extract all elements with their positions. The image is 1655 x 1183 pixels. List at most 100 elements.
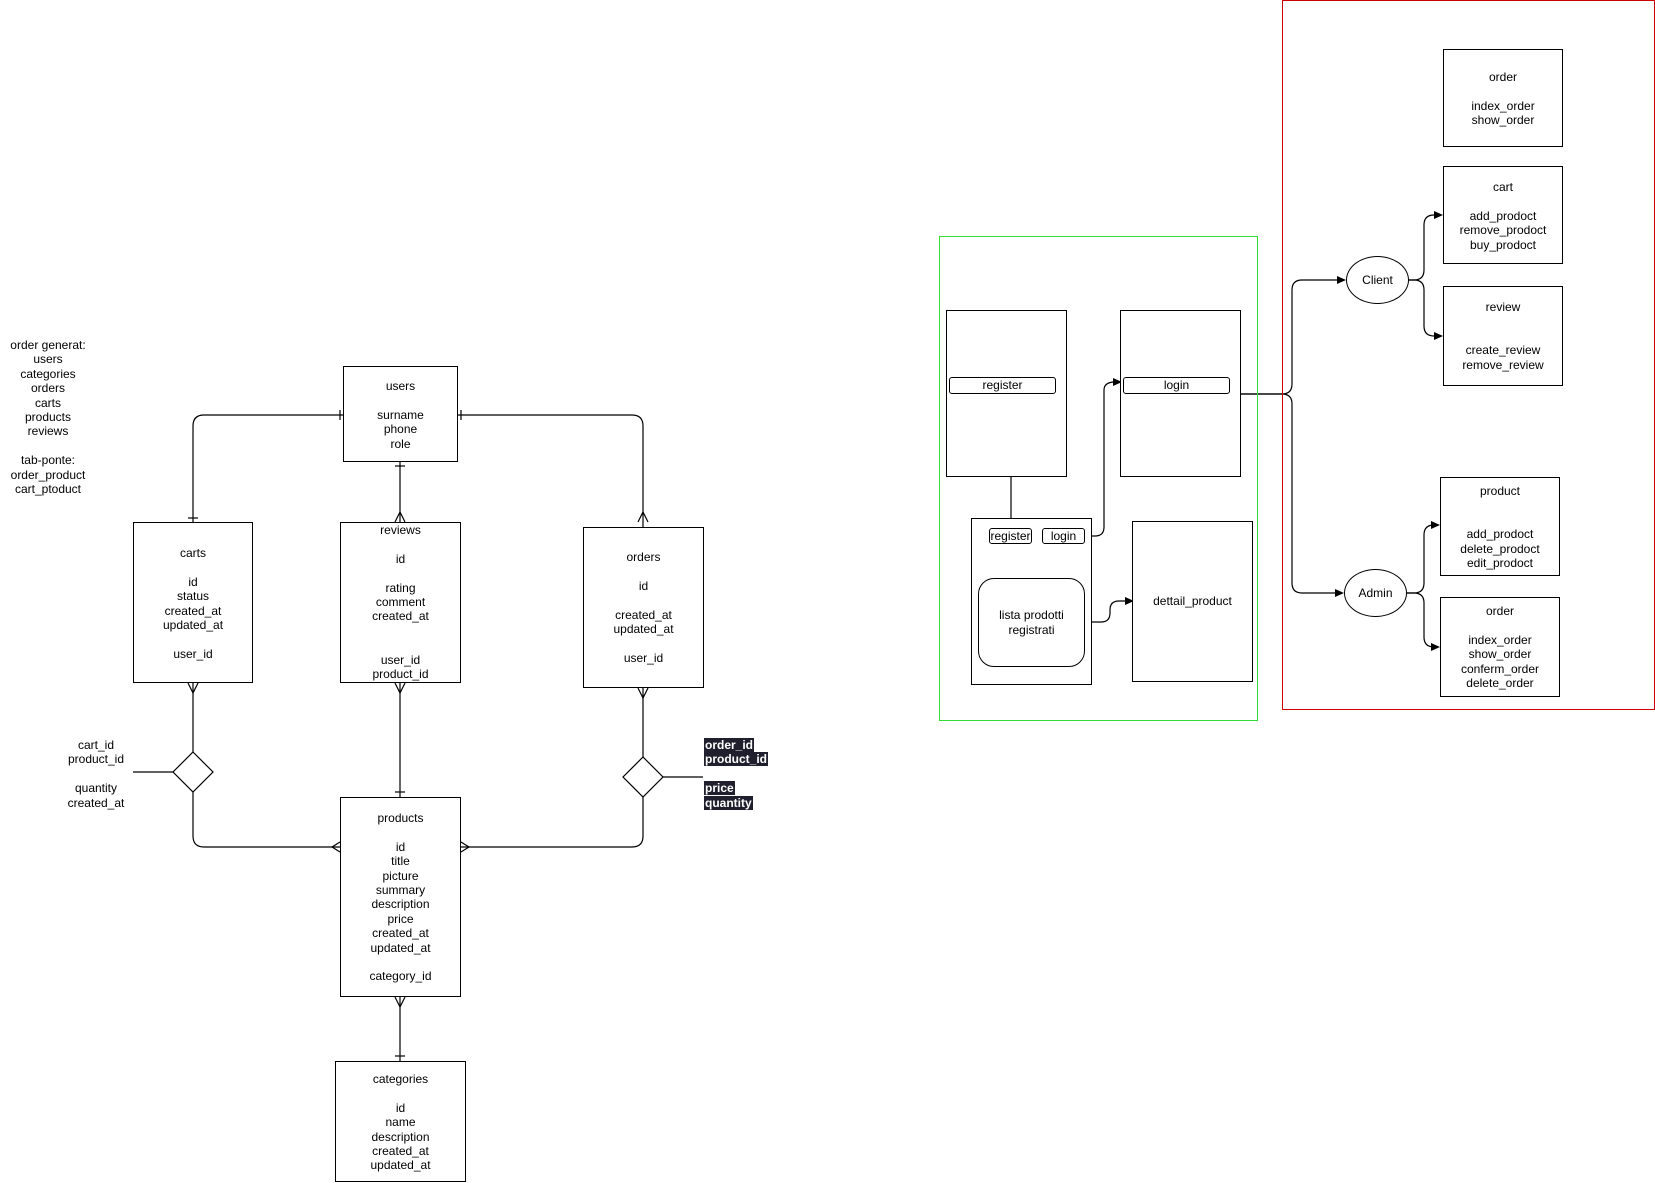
client-review-link [1407, 279, 1441, 337]
crow-foot [637, 687, 649, 700]
client-label: Client [1362, 273, 1393, 287]
text-line: order [1488, 70, 1517, 84]
text-line: categories [372, 1072, 429, 1086]
text-line: created_at [67, 795, 125, 810]
text-line [341, 566, 460, 580]
text-line: surname [377, 407, 424, 422]
text-line: created_at [164, 603, 222, 618]
text-line [4, 439, 92, 453]
admin-product-link [1406, 524, 1438, 594]
crow-foot [637, 510, 649, 523]
text-line [336, 1086, 465, 1100]
users-carts-link [192, 414, 343, 522]
text-line: cart [1492, 180, 1513, 194]
text-line: user_id [380, 652, 421, 667]
text-line: products [377, 811, 424, 825]
text-line [584, 564, 703, 578]
text-line: remove_review [1462, 357, 1544, 372]
home-login-button[interactable]: login [1042, 528, 1085, 544]
diamond-products-link [192, 792, 340, 848]
text-line: index_order [1471, 98, 1535, 113]
home-register-button[interactable]: register [989, 528, 1032, 544]
text-line: cart_ptoduct [14, 482, 82, 497]
arrowhead [1337, 276, 1346, 284]
text-line: description [371, 897, 430, 912]
text-line [1444, 194, 1562, 208]
text-line: description [371, 1129, 430, 1144]
text-line: created_at [615, 607, 672, 622]
cart-relation-diamond [172, 751, 214, 793]
text-line: reviews [380, 523, 421, 537]
text-line: index_order [1468, 632, 1532, 647]
admin-label: Admin [1358, 586, 1393, 600]
text-line: updated_at [613, 622, 674, 636]
arrowhead [1113, 378, 1122, 386]
login-button[interactable]: login [1123, 377, 1230, 394]
text-line: product_id [704, 752, 768, 767]
text-line: status [176, 589, 209, 604]
text-line [1444, 329, 1562, 343]
text-line: cart_id [77, 738, 115, 752]
arrowhead [1431, 643, 1440, 651]
text-line: users [385, 379, 416, 393]
text-line: orders [626, 550, 661, 564]
admin-node[interactable]: Admin [1344, 569, 1407, 617]
text-line: add_prodoct [1466, 527, 1534, 542]
product-detail-label: dettail_product [1153, 594, 1232, 609]
client-node[interactable]: Client [1346, 256, 1409, 304]
text-line [341, 624, 460, 638]
text-line [1441, 618, 1559, 632]
text-line: order_product [10, 467, 86, 482]
login-page-link [1085, 381, 1120, 537]
text-line [341, 537, 460, 551]
text-line [1441, 498, 1559, 512]
product-detail-page[interactable]: dettail_product [1132, 521, 1253, 682]
text-line: quantity [704, 795, 753, 810]
arrowhead [1431, 521, 1440, 529]
text-line: role [390, 436, 411, 451]
text-line [584, 593, 703, 607]
text-line: order generat: [10, 338, 86, 352]
text-line [344, 393, 457, 407]
text-line: category_id [369, 969, 432, 984]
text-line: comment [375, 595, 426, 609]
text-line: rating [385, 580, 416, 595]
text-line: picture [382, 868, 419, 883]
text-line [341, 638, 460, 652]
crow-foot [460, 841, 471, 853]
text-line: conferm_order [1460, 661, 1540, 676]
text-line [584, 636, 703, 650]
text-line: user_id [623, 650, 664, 665]
crow-foot [330, 841, 341, 853]
text-line: product_id [67, 752, 125, 767]
diamond-products-link-2 [461, 797, 644, 848]
crow-foot [394, 682, 406, 695]
login-client-link [1241, 279, 1344, 395]
crow-foot [394, 510, 406, 523]
text-line: created_at [372, 609, 429, 624]
text-line: summary [375, 883, 426, 898]
text-line: updated_at [162, 618, 224, 633]
text-line: carts [179, 546, 206, 560]
order-relation-diamond [622, 756, 664, 798]
text-line: review [1485, 300, 1521, 314]
text-line: created_at [372, 1144, 429, 1159]
register-button[interactable]: register [949, 377, 1056, 394]
text-line: price [704, 781, 735, 796]
text-line: add_prodoct [1469, 208, 1537, 223]
